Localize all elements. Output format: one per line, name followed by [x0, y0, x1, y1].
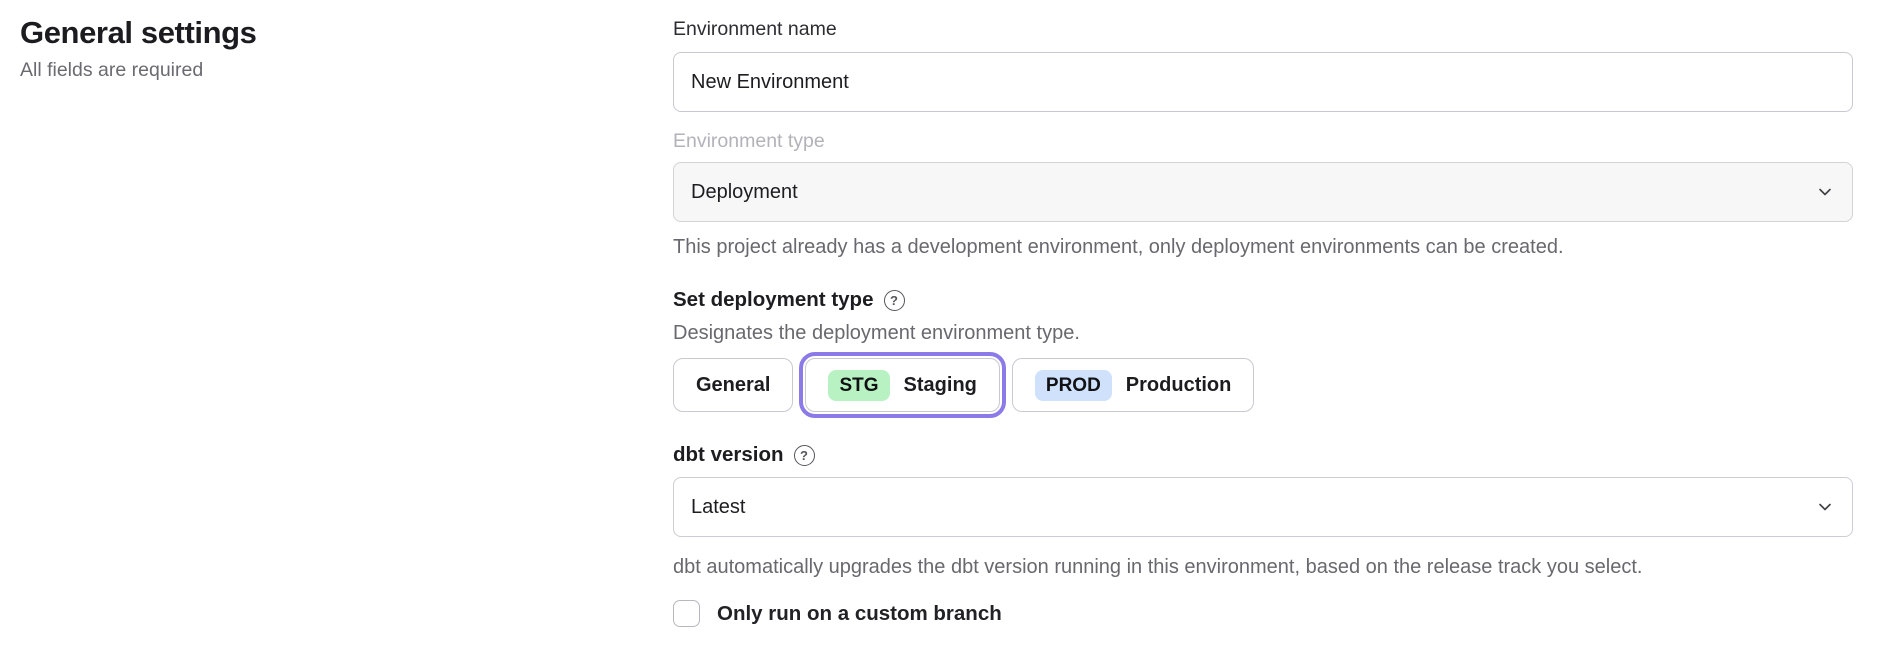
dbt-version-section: dbt version ?: [673, 443, 1853, 467]
prod-badge: PROD: [1034, 369, 1112, 401]
environment-type-label: Environment type: [673, 130, 825, 152]
deployment-type-section: Set deployment type ?: [673, 288, 1853, 312]
general-button-label: General: [696, 373, 771, 396]
settings-header: General settings All fields are required: [20, 14, 620, 82]
chevron-down-icon: [1816, 183, 1834, 201]
dbt-version-value: Latest: [691, 495, 746, 518]
environment-type-select: Deployment: [673, 162, 1853, 222]
deployment-type-label: Set deployment type: [673, 288, 874, 311]
environment-type-helper: This project already has a development e…: [673, 236, 1564, 258]
dbt-version-label: dbt version: [673, 443, 784, 466]
deployment-type-production-button[interactable]: PROD Production: [1011, 358, 1255, 412]
custom-branch-row: Only run on a custom branch: [673, 600, 1853, 627]
environment-name-label: Environment name: [673, 18, 837, 40]
help-icon[interactable]: ?: [793, 444, 815, 466]
environment-type-value: Deployment: [691, 180, 798, 203]
page-title: General settings: [20, 15, 257, 50]
custom-branch-checkbox[interactable]: [673, 600, 700, 627]
production-button-label: Production: [1125, 373, 1232, 396]
dbt-version-helper: dbt automatically upgrades the dbt versi…: [673, 556, 1643, 578]
stg-badge: STG: [828, 369, 890, 401]
help-icon[interactable]: ?: [883, 289, 905, 311]
staging-button-label: Staging: [903, 373, 977, 396]
deployment-type-general-button[interactable]: General: [673, 358, 794, 412]
page-subtitle: All fields are required: [20, 59, 204, 81]
chevron-down-icon: [1816, 498, 1834, 516]
custom-branch-label: Only run on a custom branch: [717, 601, 1002, 625]
deployment-type-options: General STG Staging PROD Production: [673, 352, 1853, 418]
dbt-version-select[interactable]: Latest: [673, 477, 1853, 537]
environment-settings-form: Environment name Environment type Deploy…: [673, 18, 1853, 627]
deployment-type-staging-button[interactable]: STG Staging: [799, 352, 1006, 418]
deployment-type-helper: Designates the deployment environment ty…: [673, 322, 1080, 344]
environment-name-input[interactable]: [673, 52, 1853, 112]
